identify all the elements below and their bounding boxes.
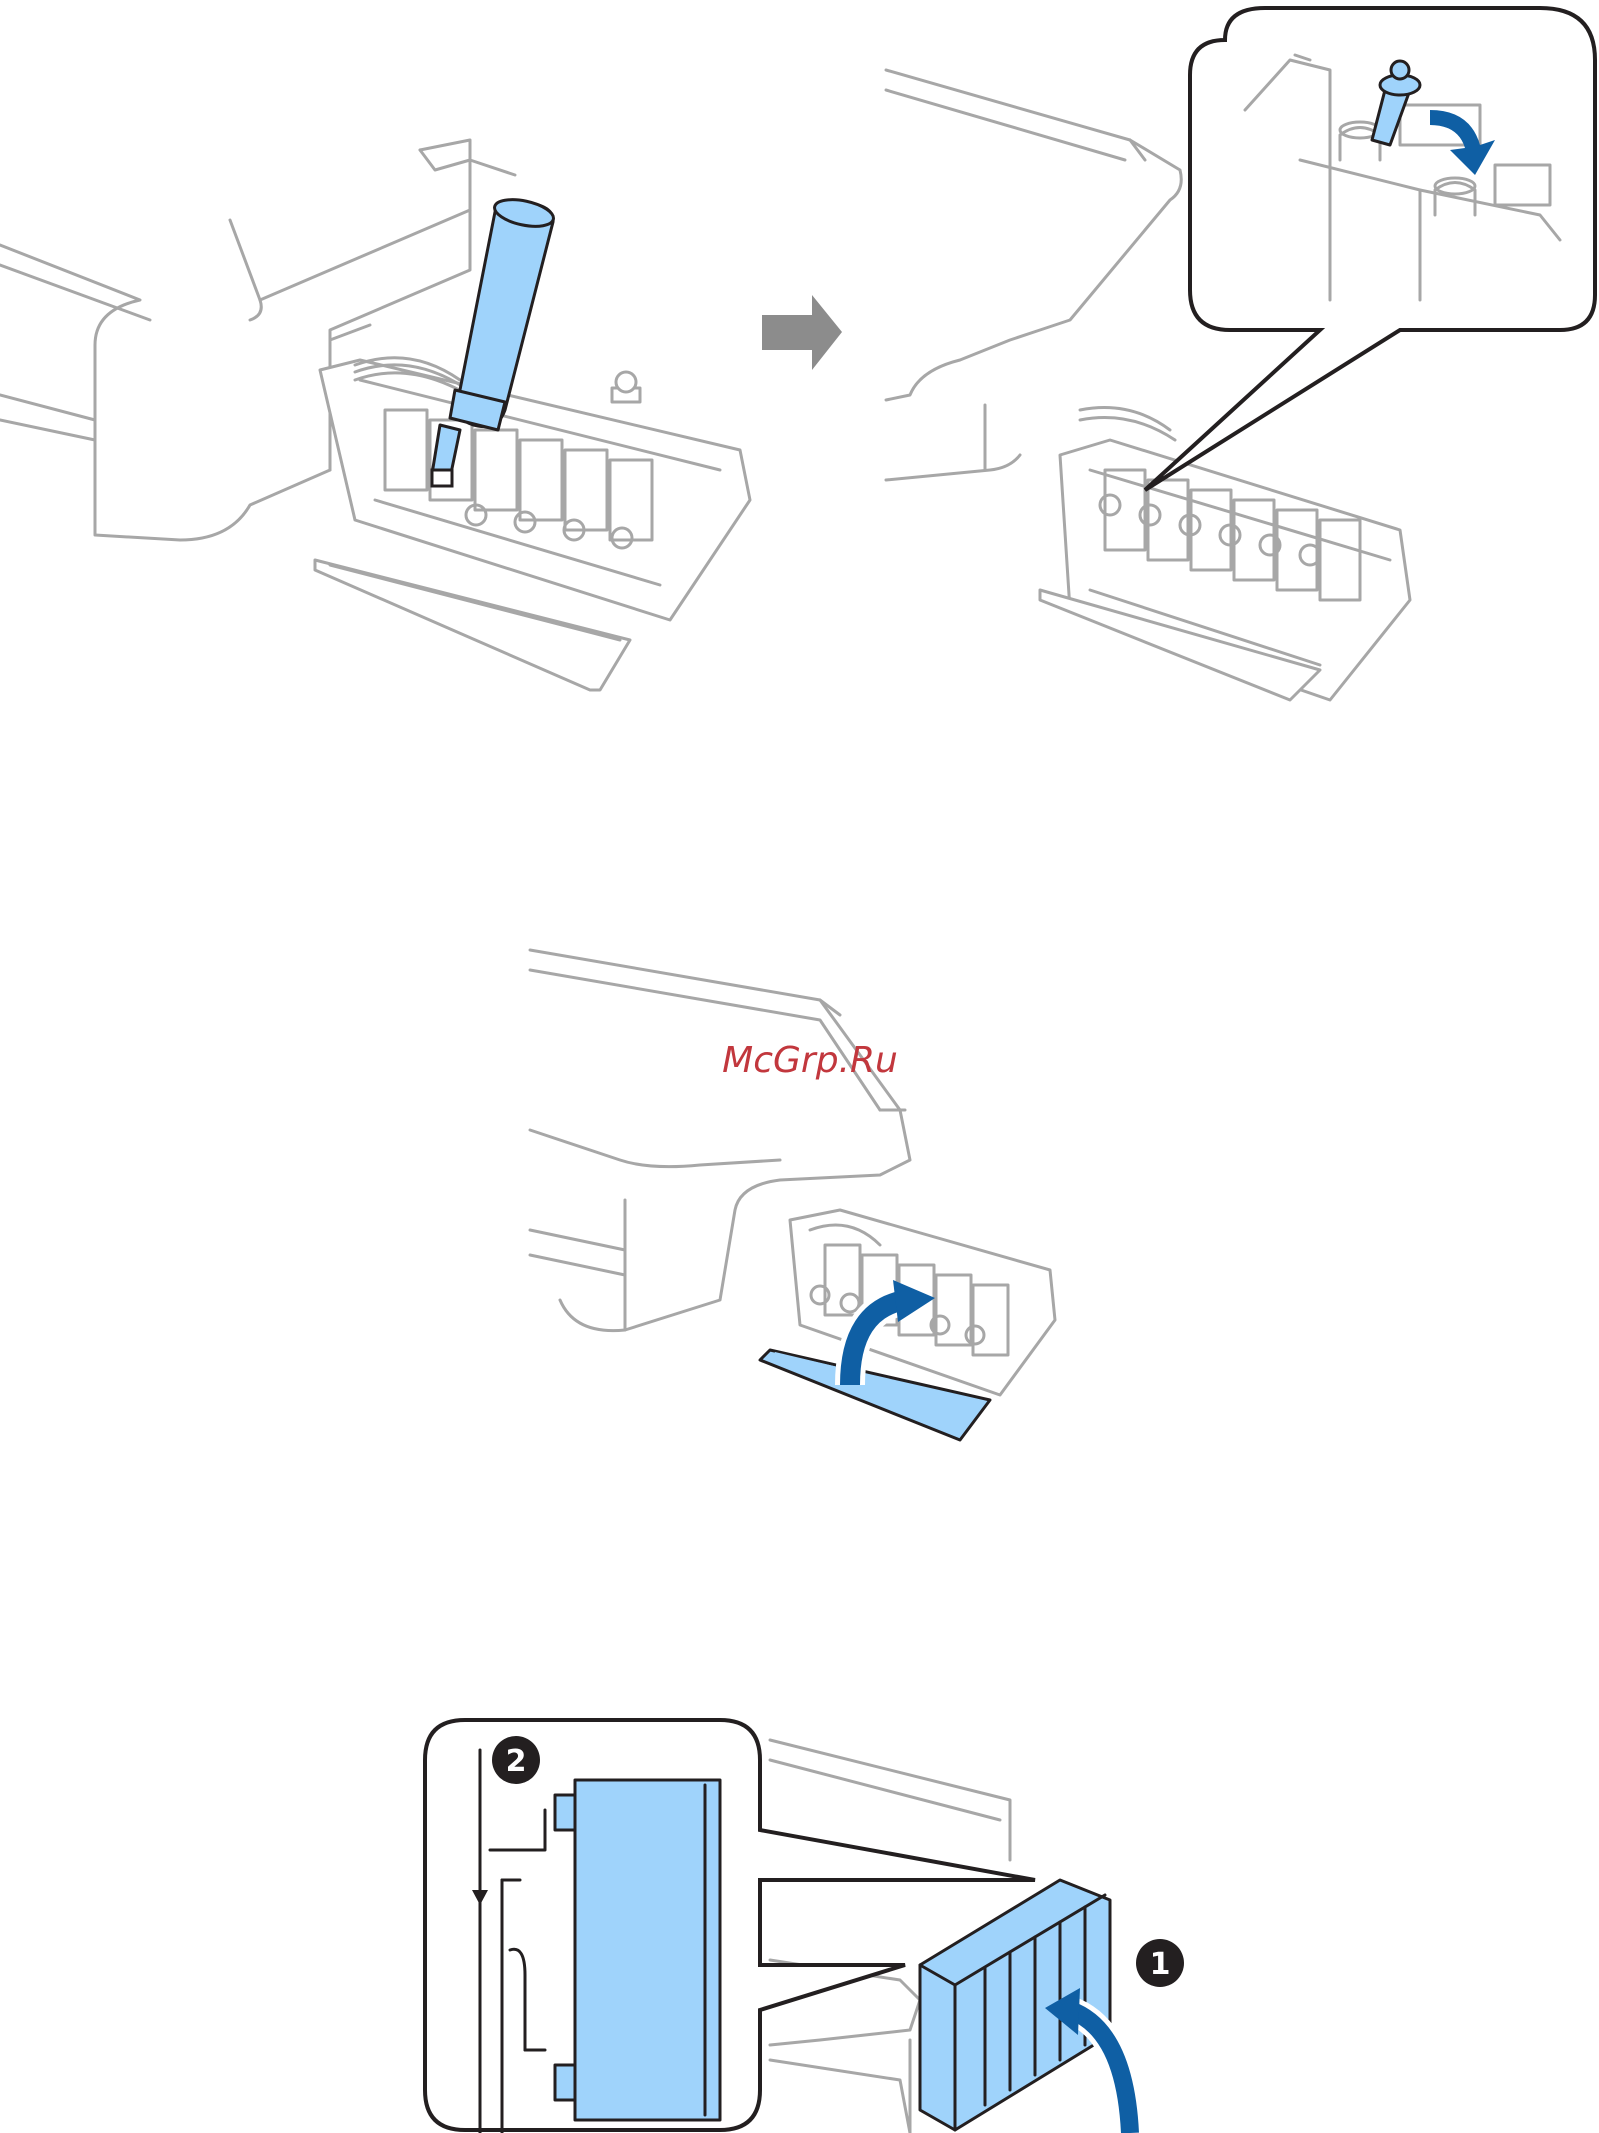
panel-close-lid bbox=[530, 950, 1055, 1440]
svg-text:1: 1 bbox=[1150, 1947, 1171, 1982]
watermark-text: McGrp.Ru bbox=[700, 1040, 920, 1081]
step-badge-1: 1 bbox=[1136, 1939, 1184, 1987]
step-badge-2: 2 bbox=[492, 1736, 540, 1784]
svg-text:2: 2 bbox=[506, 1744, 527, 1779]
panel-fill-ink-tank bbox=[0, 140, 750, 690]
panel-replace-cap bbox=[886, 8, 1595, 700]
next-step-arrow-icon bbox=[762, 295, 842, 370]
bottle-cap-icon bbox=[612, 372, 640, 402]
panel-hang-tank-unit: 2 1 bbox=[425, 1720, 1184, 2133]
